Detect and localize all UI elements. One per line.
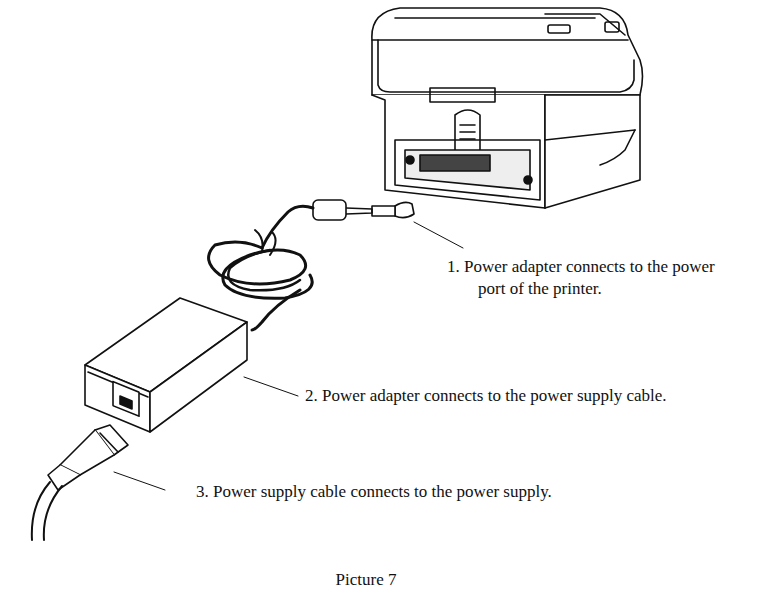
leader-line — [114, 222, 463, 490]
adapter-cable — [209, 200, 414, 330]
power-supply-cable — [32, 425, 128, 540]
callout-text: 3. Power supply cable connects to the po… — [196, 481, 552, 503]
power-adapter — [85, 298, 247, 432]
callout-text: 2. Power adapter connects to the power s… — [305, 385, 667, 407]
figure-caption: Picture 7 — [336, 569, 397, 589]
printer — [372, 8, 643, 208]
callout-text: 1. Power adapter connects to the power p… — [447, 256, 737, 300]
